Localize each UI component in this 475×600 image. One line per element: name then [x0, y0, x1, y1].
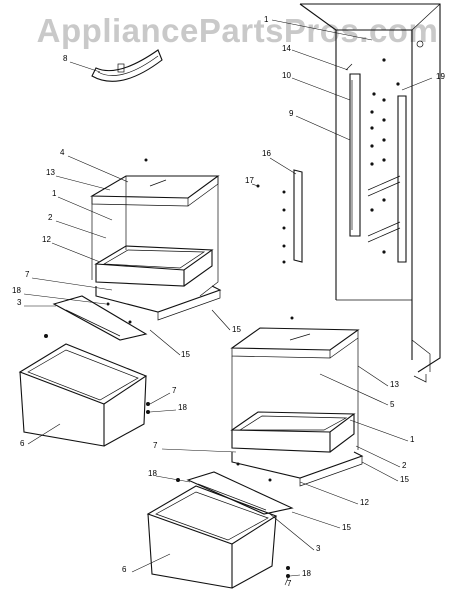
callout-number: 12 — [42, 235, 51, 244]
callout-number: 18 — [148, 469, 157, 478]
side-bracket-part — [256, 169, 303, 264]
callout-number: 15 — [342, 523, 351, 532]
upper-shelf-assembly — [52, 158, 222, 341]
callout-number: 1 — [264, 15, 269, 24]
callout-number: 2 — [48, 213, 53, 222]
callout-number: 15 — [232, 325, 241, 334]
callout-number: 1 — [52, 189, 57, 198]
callout-number: 7 — [25, 270, 30, 279]
cabinet-side-wall — [299, 3, 441, 383]
callout-number: 7 — [172, 386, 177, 395]
lower-crisper-drawer — [146, 478, 290, 589]
callout-number: 8 — [63, 54, 68, 63]
shelf-rails — [345, 63, 407, 263]
callout-number: 7 — [287, 579, 292, 588]
upper-crisper-drawer — [18, 334, 150, 447]
callout-number: 4 — [60, 148, 65, 157]
callout-number: 3 — [17, 298, 22, 307]
callout-number: 17 — [245, 176, 254, 185]
callout-number: 13 — [46, 168, 55, 177]
callout-number: 19 — [436, 72, 445, 81]
rail-screws — [370, 58, 400, 254]
callout-number: 6 — [122, 565, 127, 574]
callout-number: 2 — [402, 461, 407, 470]
callout-number: 10 — [282, 71, 291, 80]
callout-number: 15 — [400, 475, 409, 484]
callout-number: 12 — [360, 498, 369, 507]
callout-number: 9 — [289, 109, 294, 118]
callout-leader-lines — [23, 19, 433, 586]
callout-number: 14 — [282, 44, 291, 53]
lower-shelf-assembly — [186, 316, 364, 515]
callout-number: 3 — [316, 544, 321, 553]
callout-number: 18 — [12, 286, 21, 295]
callout-number: 16 — [262, 149, 271, 158]
callout-labels: 1141910981617413121271831515718613517215… — [12, 15, 445, 588]
callout-number: 13 — [390, 380, 399, 389]
callout-number: 1 — [410, 435, 415, 444]
callout-number: 5 — [390, 400, 395, 409]
callout-number: 18 — [178, 403, 187, 412]
callout-number: 6 — [20, 439, 25, 448]
callout-number: 18 — [302, 569, 311, 578]
crisper-cover-part — [91, 49, 163, 82]
callout-number: 15 — [181, 350, 190, 359]
callout-number: 7 — [153, 441, 158, 450]
